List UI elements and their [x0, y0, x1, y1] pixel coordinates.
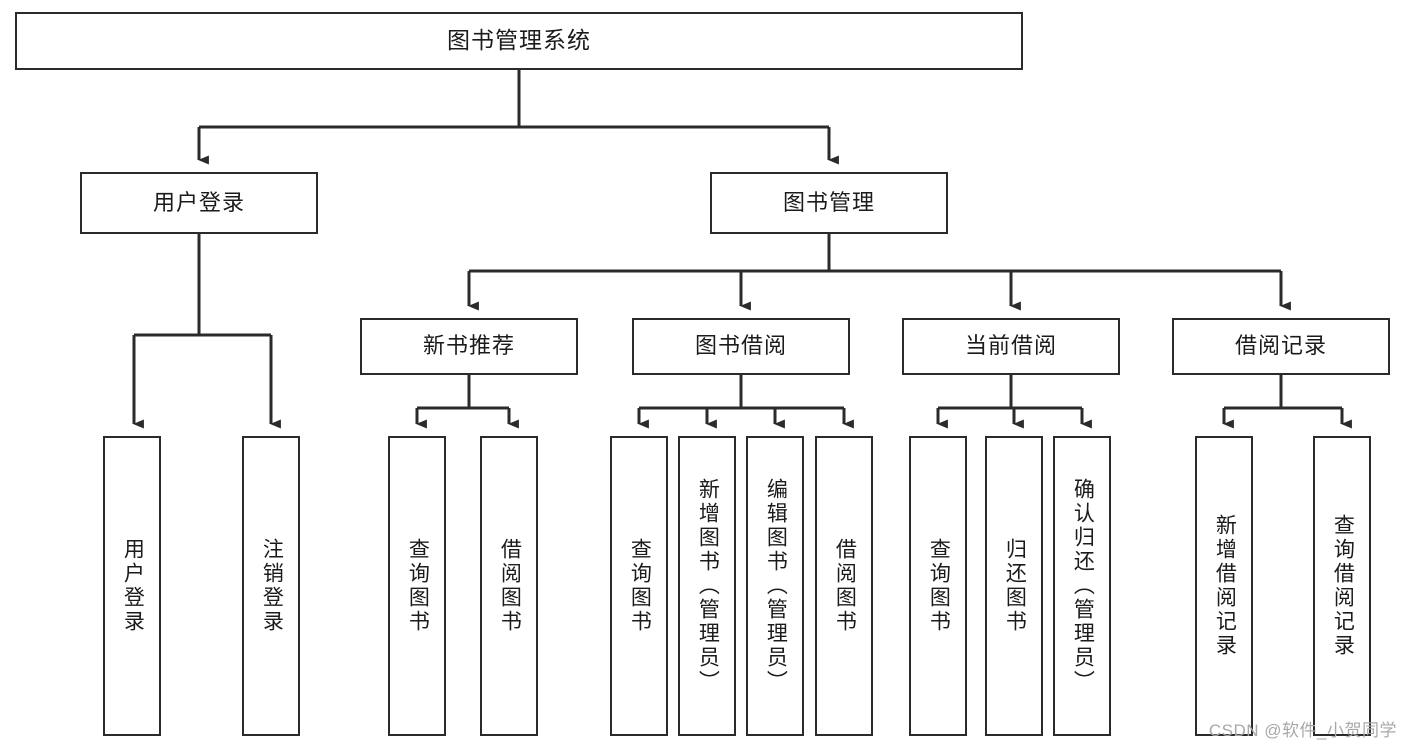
leaf-borrow-book[interactable]: 借阅图书 — [815, 436, 873, 736]
csdn-watermark: CSDN @软件_小贺同学 — [1208, 721, 1397, 740]
leaf-add-book-admin[interactable]: 新增图书（管理员） — [678, 436, 736, 736]
leaf-query-book-current[interactable]: 查询图书 — [909, 436, 967, 736]
leaf-logout[interactable]: 注销登录 — [242, 436, 300, 736]
leaf-query-borrow-record[interactable]: 查询借阅记录 — [1313, 436, 1371, 736]
node-label: 用户登录 — [152, 189, 245, 215]
node-label: 归还图书 — [1003, 538, 1027, 634]
leaf-confirm-return-admin[interactable]: 确认归还（管理员） — [1053, 436, 1111, 736]
node-current-borrow[interactable]: 当前借阅 — [902, 318, 1120, 375]
leaf-borrow-book-recommend[interactable]: 借阅图书 — [480, 436, 538, 736]
node-label: 借阅图书 — [498, 538, 522, 634]
node-label: 借阅图书 — [833, 538, 857, 634]
leaf-edit-book-admin[interactable]: 编辑图书（管理员） — [746, 436, 804, 736]
node-label: 新书推荐 — [422, 333, 515, 359]
node-label: 注销登录 — [260, 538, 284, 634]
node-label: 确认归还（管理员） — [1071, 478, 1095, 694]
node-label: 图书管理系统 — [447, 27, 591, 54]
node-label: 新增借阅记录 — [1213, 514, 1237, 658]
leaf-query-book-borrow[interactable]: 查询图书 — [610, 436, 668, 736]
node-book-borrow[interactable]: 图书借阅 — [632, 318, 850, 375]
node-label: 图书管理 — [782, 189, 875, 215]
leaf-add-borrow-record[interactable]: 新增借阅记录 — [1195, 436, 1253, 736]
node-label: 查询借阅记录 — [1331, 514, 1355, 658]
node-label: 图书借阅 — [694, 333, 787, 359]
node-user-login[interactable]: 用户登录 — [80, 172, 318, 234]
node-label: 用户登录 — [121, 538, 145, 634]
leaf-query-book-recommend[interactable]: 查询图书 — [388, 436, 446, 736]
node-root-system[interactable]: 图书管理系统 — [15, 12, 1023, 70]
node-new-book-recommend[interactable]: 新书推荐 — [360, 318, 578, 375]
leaf-user-login[interactable]: 用户登录 — [103, 436, 161, 736]
node-label: 查询图书 — [927, 538, 951, 634]
node-label: 当前借阅 — [964, 333, 1057, 359]
node-book-management[interactable]: 图书管理 — [710, 172, 948, 234]
node-label: 借阅记录 — [1234, 333, 1327, 359]
node-borrow-record[interactable]: 借阅记录 — [1172, 318, 1390, 375]
node-label: 查询图书 — [406, 538, 430, 634]
node-label: 查询图书 — [628, 538, 652, 634]
node-label: 编辑图书（管理员） — [764, 478, 788, 694]
node-label: 新增图书（管理员） — [696, 478, 720, 694]
leaf-return-book[interactable]: 归还图书 — [985, 436, 1043, 736]
